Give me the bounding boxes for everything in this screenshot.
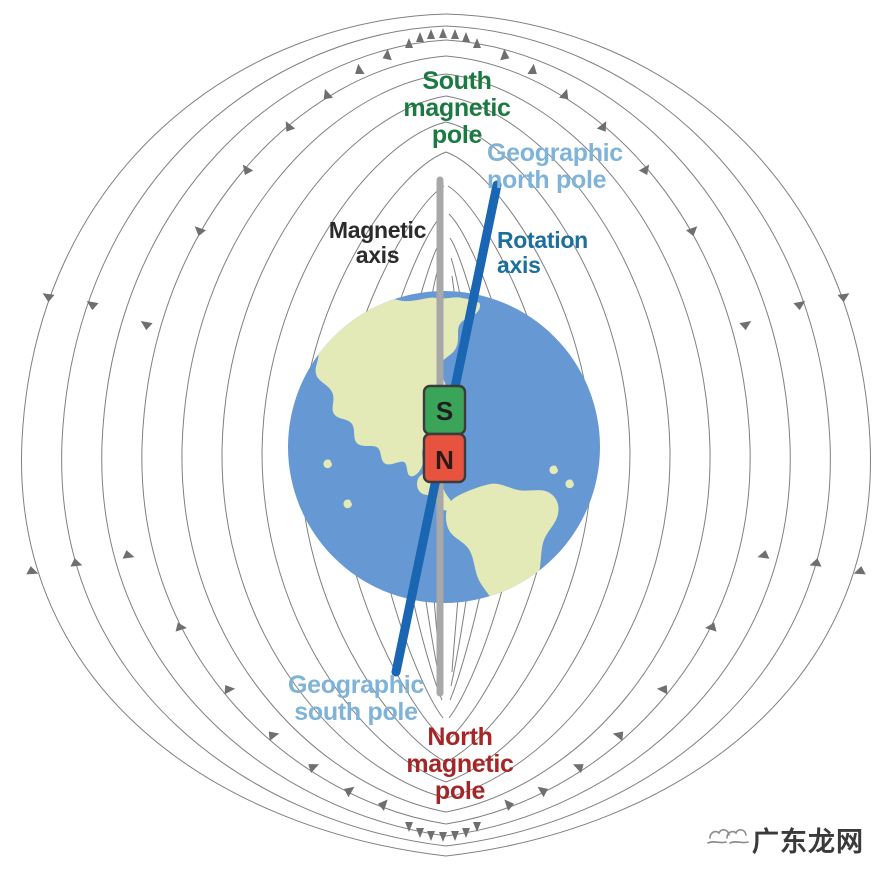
label-rotation-axis: Rotation axis [497,227,588,278]
cloud-icon [707,829,749,844]
label-north-magnetic-pole: North magnetic pole [406,723,514,805]
field-line-arrowheads [26,28,866,842]
bar-magnet: S N [422,384,467,484]
magnet-north-half [422,432,467,484]
label-geographic-north-pole: Geographic north pole [487,139,623,194]
magnet-north-letter: N [435,445,454,475]
watermark: 广东龙网 [706,818,884,862]
label-geographic-south-pole: Geographic south pole [288,671,424,726]
label-south-magnetic-pole: South magnetic pole [403,67,511,149]
label-magnetic-axis: Magnetic axis [328,217,427,268]
magnet-south-letter: S [436,396,453,426]
watermark-text: 广东龙网 [752,827,864,858]
